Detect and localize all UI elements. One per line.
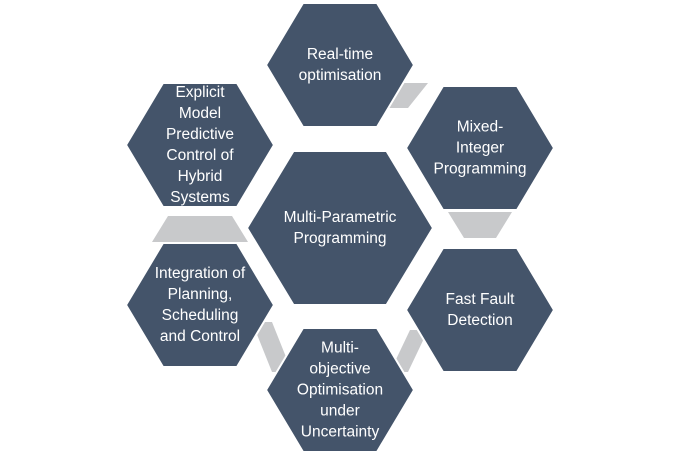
hexagon-top: Real-time optimisation (264, 2, 416, 128)
hexagon-top-label-line: optimisation (299, 67, 382, 84)
hexagon-bottom-label-line: objective (309, 361, 370, 378)
connector-bottom-lower-left (252, 322, 292, 372)
hexagon-upper-left-label-line: Explicit (175, 84, 225, 101)
hexagon-upper-right-shape (404, 85, 556, 211)
hexagon-bottom-shape (264, 327, 416, 453)
connector-upper-right-lower-right (448, 212, 512, 238)
hexagon-bottom-label-line: Uncertainty (301, 424, 380, 441)
hexagon-lower-right-shape (404, 247, 556, 373)
hexagon-lower-left-label-line: Scheduling (162, 307, 239, 324)
connector-layer (152, 83, 512, 372)
hexagon-upper-left-label-line: Systems (170, 189, 230, 206)
connector-lower-left-upper-left (152, 216, 248, 242)
hexagon-lower-left: Integration of Planning, Scheduling and Con… (124, 242, 276, 368)
hexagon-lower-right-label-line: Detection (447, 312, 512, 329)
hexagon-lower-left-label-line: and Control (160, 328, 240, 345)
hexagon-upper-right-label-line: Programming (433, 161, 526, 178)
hexagon-center-label-line: Multi-Parametric (284, 209, 397, 226)
hexagon-center-shape (245, 150, 435, 306)
hexagon-upper-left-label-line: Model (179, 105, 221, 122)
hexagon-upper-left-label-line: Hybrid (178, 168, 223, 185)
hexagon-bottom-label-line: Multi- (321, 340, 359, 357)
hexagon-upper-left-label-line: Predictive (166, 126, 234, 143)
hexagon-top-label-line: Real-time (307, 46, 373, 63)
hexagon-lower-right-label-line: Fast Fault (446, 291, 516, 308)
hexagon-top-shape (264, 2, 416, 128)
hexagon-bottom-label-line: under (320, 403, 360, 420)
hexagon-bottom-label-line: Optimisation (297, 382, 383, 399)
connector-lower-right-bottom (390, 330, 428, 372)
hexagon-lower-left-label-line: Planning, (168, 286, 233, 303)
hexagon-lower-left-label-line: Integration of (155, 265, 246, 282)
hexagon-center-label-line: Programming (293, 230, 386, 247)
hexagon-upper-right-label-line: Integer (456, 140, 504, 157)
hexagon-lower-left-shape (124, 242, 276, 368)
hexagon-upper-right-label-line: Mixed- (457, 119, 504, 136)
hexagon-upper-left-shape (124, 82, 276, 208)
hexagon-upper-left-label-line: Control of (166, 147, 234, 164)
